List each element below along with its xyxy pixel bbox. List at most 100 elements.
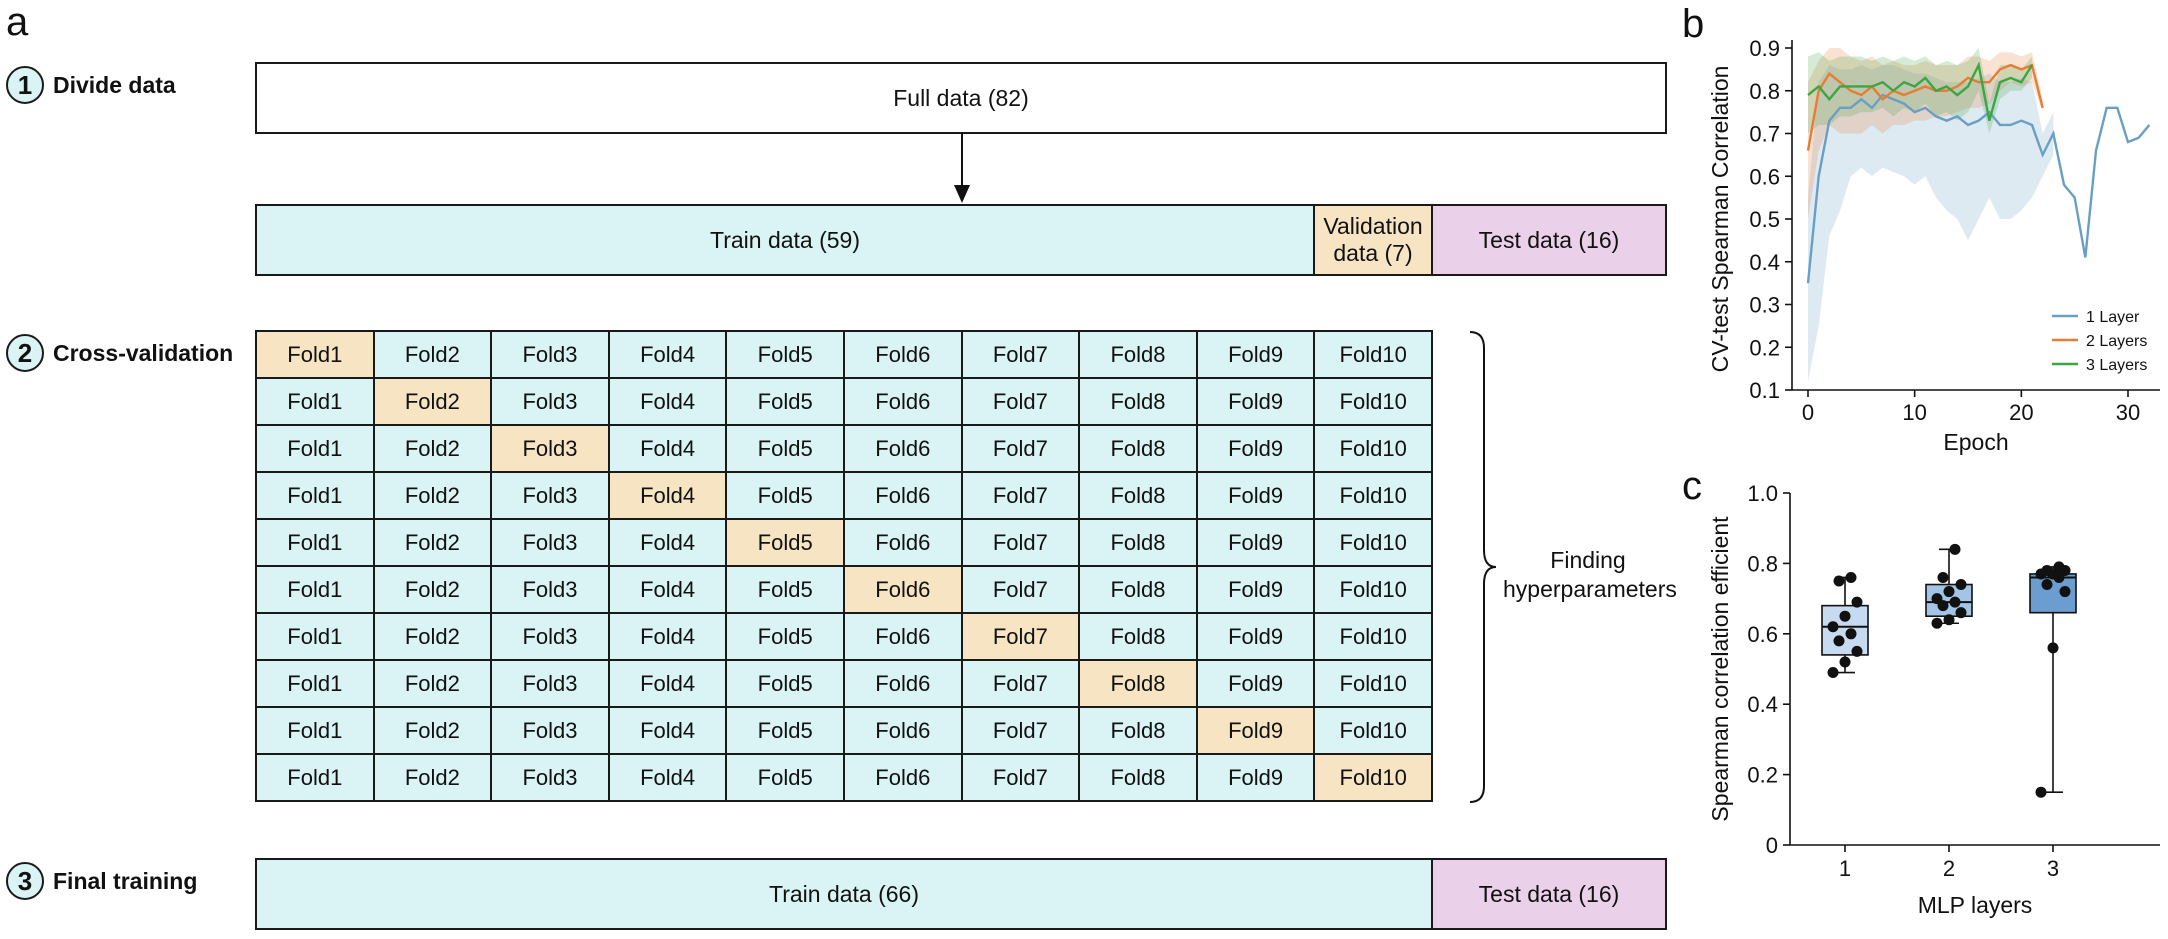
train-fold-cell: Fold2 <box>374 520 493 567</box>
train-fold-cell: Fold5 <box>727 426 845 473</box>
data-point <box>1955 579 1967 591</box>
y-tick-label: 0.2 <box>1749 335 1780 360</box>
validation-fold-cell: Fold7 <box>962 614 1081 661</box>
y-tick-label: 0.8 <box>1749 79 1780 104</box>
train-fold-cell: Fold8 <box>1080 473 1198 520</box>
train-fold-cell: Fold9 <box>1197 567 1316 614</box>
data-point <box>1931 593 1943 605</box>
train-fold-cell: Fold4 <box>609 520 728 567</box>
data-point <box>1839 610 1851 622</box>
y-tick-label: 0.6 <box>1749 164 1780 189</box>
train-fold-cell: Fold9 <box>1197 614 1316 661</box>
train-fold-cell: Fold4 <box>609 614 728 661</box>
x-tick-label: 20 <box>2009 400 2033 425</box>
split-arrow <box>954 133 970 203</box>
data-point <box>1827 667 1839 679</box>
step-2-label: Cross-validation <box>53 340 234 366</box>
x-tick-label: 1 <box>1839 856 1851 881</box>
train-fold-cell: Fold7 <box>962 426 1081 473</box>
data-point <box>2059 586 2071 598</box>
train-fold-cell: Fold3 <box>492 332 610 379</box>
train-fold-cell: Fold8 <box>1080 755 1198 802</box>
y-tick-label: 0.5 <box>1749 207 1780 232</box>
x-axis-label: MLP layers <box>1918 892 2033 918</box>
y-tick-label: 1.0 <box>1747 481 1778 506</box>
hyperparameter-bracket <box>1469 331 1497 803</box>
train-fold-cell: Fold5 <box>727 332 845 379</box>
train-fold-cell: Fold1 <box>257 661 375 708</box>
y-tick-label: 0.3 <box>1749 293 1780 318</box>
train-data-label: Train data (59) <box>710 226 860 253</box>
step-3-badge: 3 <box>6 862 44 900</box>
step-3-label: Final training <box>53 868 198 894</box>
train-fold-cell: Fold7 <box>962 567 1081 614</box>
y-tick-label: 0.7 <box>1749 122 1780 147</box>
data-point <box>1845 571 1857 583</box>
train-fold-cell: Fold8 <box>1080 708 1198 755</box>
legend-label-2: 2 Layers <box>2086 333 2147 350</box>
final-test-data-label: Test data (16) <box>1478 880 1620 907</box>
train-fold-cell: Fold5 <box>727 614 845 661</box>
data-point <box>2041 579 2053 591</box>
validation-fold-cell: Fold3 <box>492 426 610 473</box>
train-fold-cell: Fold1 <box>257 567 375 614</box>
series-line-2 <box>1806 63 2044 151</box>
train-fold-cell: Fold9 <box>1197 379 1316 426</box>
data-point <box>1833 635 1845 647</box>
train-fold-cell: Fold2 <box>374 567 493 614</box>
bracket-label-line1: Finding <box>1550 547 1626 573</box>
train-fold-cell: Fold10 <box>1315 708 1433 755</box>
train-fold-cell: Fold5 <box>727 379 845 426</box>
data-point <box>1955 607 1967 619</box>
y-tick-label: 0 <box>1766 833 1778 858</box>
validation-data-box: Validation data (7) <box>1313 204 1433 276</box>
data-point <box>2041 564 2053 576</box>
train-fold-cell: Fold6 <box>844 614 963 661</box>
full-data-label: Full data (82) <box>893 84 1029 111</box>
train-fold-cell: Fold6 <box>844 473 963 520</box>
train-fold-cell: Fold10 <box>1315 473 1433 520</box>
y-tick-label: 0.9 <box>1749 36 1780 61</box>
train-fold-cell: Fold6 <box>844 379 963 426</box>
data-point <box>1949 596 1961 608</box>
final-train-data-label: Train data (66) <box>769 880 919 907</box>
train-fold-cell: Fold3 <box>492 520 610 567</box>
validation-fold-cell: Fold6 <box>844 567 963 614</box>
data-point <box>1851 596 1863 608</box>
train-fold-cell: Fold1 <box>257 708 375 755</box>
train-fold-cell: Fold10 <box>1315 567 1433 614</box>
train-fold-cell: Fold7 <box>962 755 1081 802</box>
train-fold-cell: Fold2 <box>374 755 493 802</box>
train-fold-cell: Fold7 <box>962 473 1081 520</box>
panel-c-letter: c <box>1682 464 1702 508</box>
x-tick-label: 2 <box>1943 856 1955 881</box>
train-fold-cell: Fold8 <box>1080 520 1198 567</box>
finding-hyperparameters-label: Finding hyperparameters <box>1503 546 1677 604</box>
full-data-box: Full data (82) <box>255 62 1667 134</box>
train-fold-cell: Fold7 <box>962 332 1081 379</box>
train-fold-cell: Fold4 <box>609 426 728 473</box>
data-point <box>1839 656 1851 668</box>
train-fold-cell: Fold10 <box>1315 614 1433 661</box>
train-fold-cell: Fold4 <box>609 661 728 708</box>
y-tick-label: 0.1 <box>1749 378 1780 403</box>
train-fold-cell: Fold1 <box>257 755 375 802</box>
train-fold-cell: Fold6 <box>844 708 963 755</box>
data-point <box>1943 586 1955 598</box>
y-tick-label: 0.8 <box>1747 551 1778 576</box>
data-point <box>1943 614 1955 626</box>
train-fold-cell: Fold5 <box>727 755 845 802</box>
panel-b-letter: b <box>1682 2 1705 46</box>
validation-fold-cell: Fold1 <box>257 332 375 379</box>
train-fold-cell: Fold2 <box>374 708 493 755</box>
train-fold-cell: Fold8 <box>1080 379 1198 426</box>
data-point <box>1937 571 1949 583</box>
final-test-data-box: Test data (16) <box>1431 858 1667 930</box>
train-fold-cell: Fold1 <box>257 379 375 426</box>
train-fold-cell: Fold2 <box>374 614 493 661</box>
data-point <box>1827 621 1839 633</box>
train-fold-cell: Fold6 <box>844 661 963 708</box>
train-fold-cell: Fold1 <box>257 614 375 661</box>
train-fold-cell: Fold3 <box>492 614 610 661</box>
